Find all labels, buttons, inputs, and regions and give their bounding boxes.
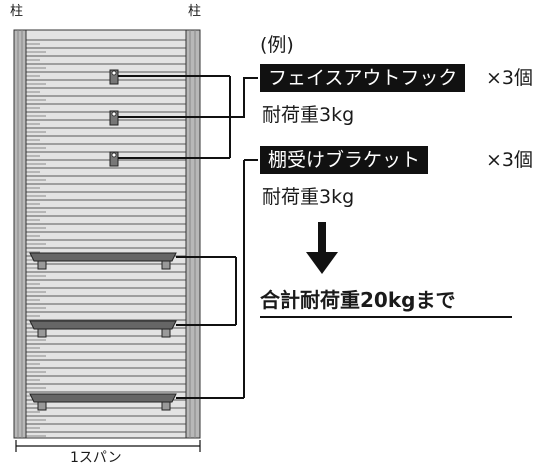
face-out-hook-load: 耐荷重3kg: [262, 104, 355, 126]
example-label: (例): [260, 34, 294, 56]
slatwall-slats: [25, 29, 187, 439]
shelf-bracket-load: 耐荷重3kg: [262, 186, 355, 208]
bracket-leader-lines: [176, 159, 258, 399]
face-out-hook-tag: フェイスアウトフック: [260, 64, 466, 92]
face-out-hook-quantity: ×3個: [486, 67, 534, 89]
right-post: [185, 29, 201, 439]
shelf-bracket-tag: 棚受けブラケット: [260, 146, 429, 174]
right-post-label: 柱: [188, 4, 202, 19]
slatwall-panel: [25, 29, 187, 439]
left-post: [13, 29, 27, 439]
face-out-hook-1: [109, 69, 119, 85]
shelf-bracket-2: [29, 320, 177, 338]
shelf-bracket-1: [29, 252, 177, 270]
left-post-label: 柱: [10, 4, 24, 19]
face-out-hook-2: [109, 110, 119, 126]
down-arrow-icon: [306, 222, 338, 274]
face-out-hook-3: [109, 151, 119, 167]
hook-leader-lines: [118, 75, 258, 159]
shelf-bracket-quantity: ×3個: [486, 149, 534, 171]
shelf-bracket-3: [29, 393, 177, 411]
span-dimension-line: [15, 440, 201, 452]
span-label: 1スパン: [70, 450, 122, 466]
total-load-label: 合計耐荷重20kgまで: [260, 290, 512, 318]
